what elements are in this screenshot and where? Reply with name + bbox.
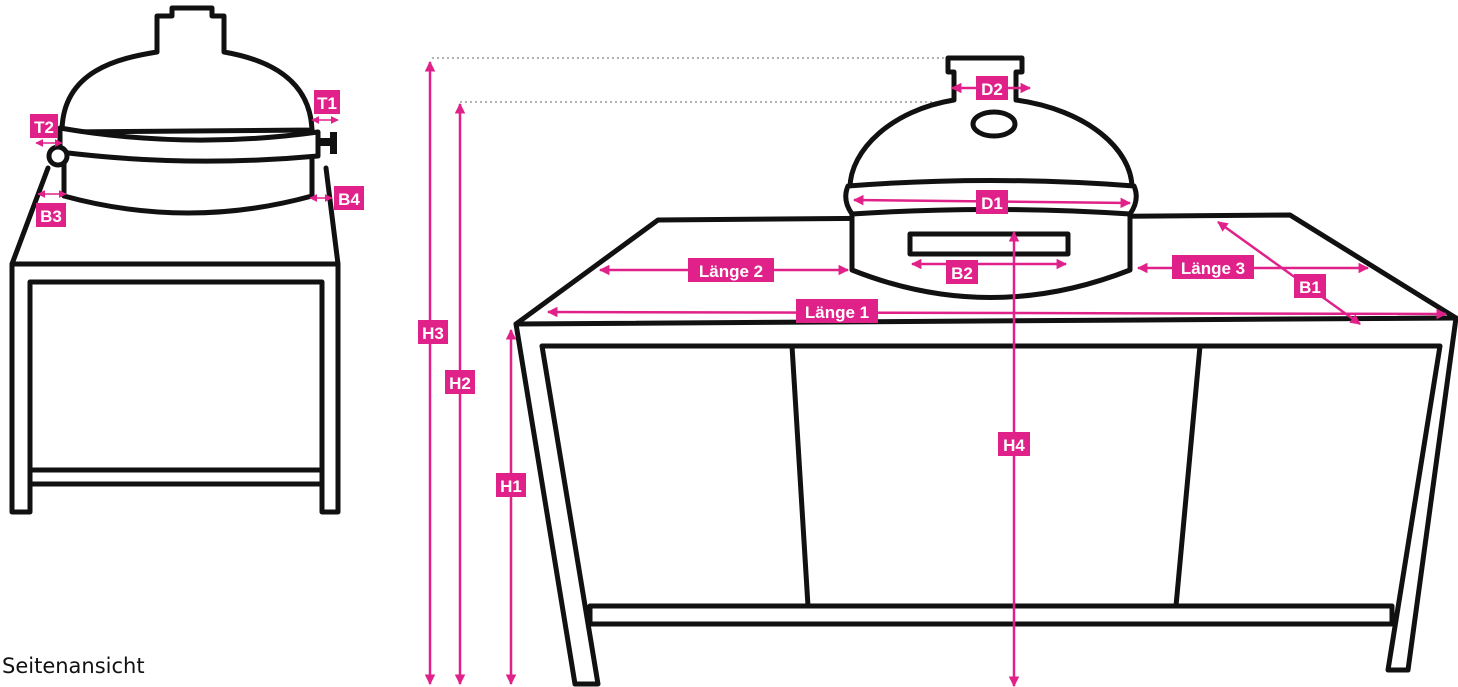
h2-label: H2 (445, 370, 475, 394)
t2-label: T2 (30, 114, 58, 138)
b1-label: B1 (1294, 274, 1326, 298)
svg-text:T1: T1 (317, 94, 337, 113)
side-view-grill (46, 5, 337, 216)
front-view-table (513, 212, 1458, 687)
b4-label: B4 (334, 186, 364, 210)
d1-label: D1 (976, 190, 1008, 214)
svg-text:H1: H1 (500, 477, 522, 496)
svg-text:B2: B2 (951, 264, 973, 283)
svg-text:H4: H4 (1003, 436, 1025, 455)
side-view: T1 T2 B3 B4 Seitenansicht (2, 5, 364, 678)
laenge1-dimension-arrow (546, 306, 1448, 320)
svg-text:B4: B4 (338, 190, 360, 209)
svg-text:Länge 3: Länge 3 (1181, 259, 1245, 278)
svg-text:Länge 2: Länge 2 (699, 262, 763, 281)
h1-label: H1 (496, 473, 526, 497)
svg-text:Länge 1: Länge 1 (805, 303, 869, 322)
svg-text:D2: D2 (981, 80, 1003, 99)
d2-label: D2 (976, 76, 1008, 100)
laenge2-label: Länge 2 (688, 258, 774, 282)
front-view: D2 D1 B2 H4 Länge 2 Länge 3 Länge 1 B1 (513, 55, 1458, 687)
b2-label: B2 (946, 260, 978, 284)
b1-dimension-arrow (1217, 220, 1361, 326)
svg-text:D1: D1 (981, 194, 1003, 213)
svg-text:B3: B3 (40, 207, 62, 226)
t1-label: T1 (314, 90, 340, 114)
svg-text:T2: T2 (34, 118, 54, 137)
side-view-caption: Seitenansicht (2, 654, 145, 678)
laenge1-label: Länge 1 (796, 299, 878, 323)
svg-text:H3: H3 (422, 324, 444, 343)
side-view-table (9, 165, 341, 515)
h3-label: H3 (418, 320, 448, 344)
svg-text:B1: B1 (1299, 278, 1321, 297)
height-dimensions: H3 H2 H1 (418, 57, 1022, 686)
h4-label: H4 (998, 432, 1030, 456)
svg-text:H2: H2 (449, 374, 471, 393)
laenge3-label: Länge 3 (1172, 255, 1254, 279)
b3-label: B3 (36, 203, 66, 227)
